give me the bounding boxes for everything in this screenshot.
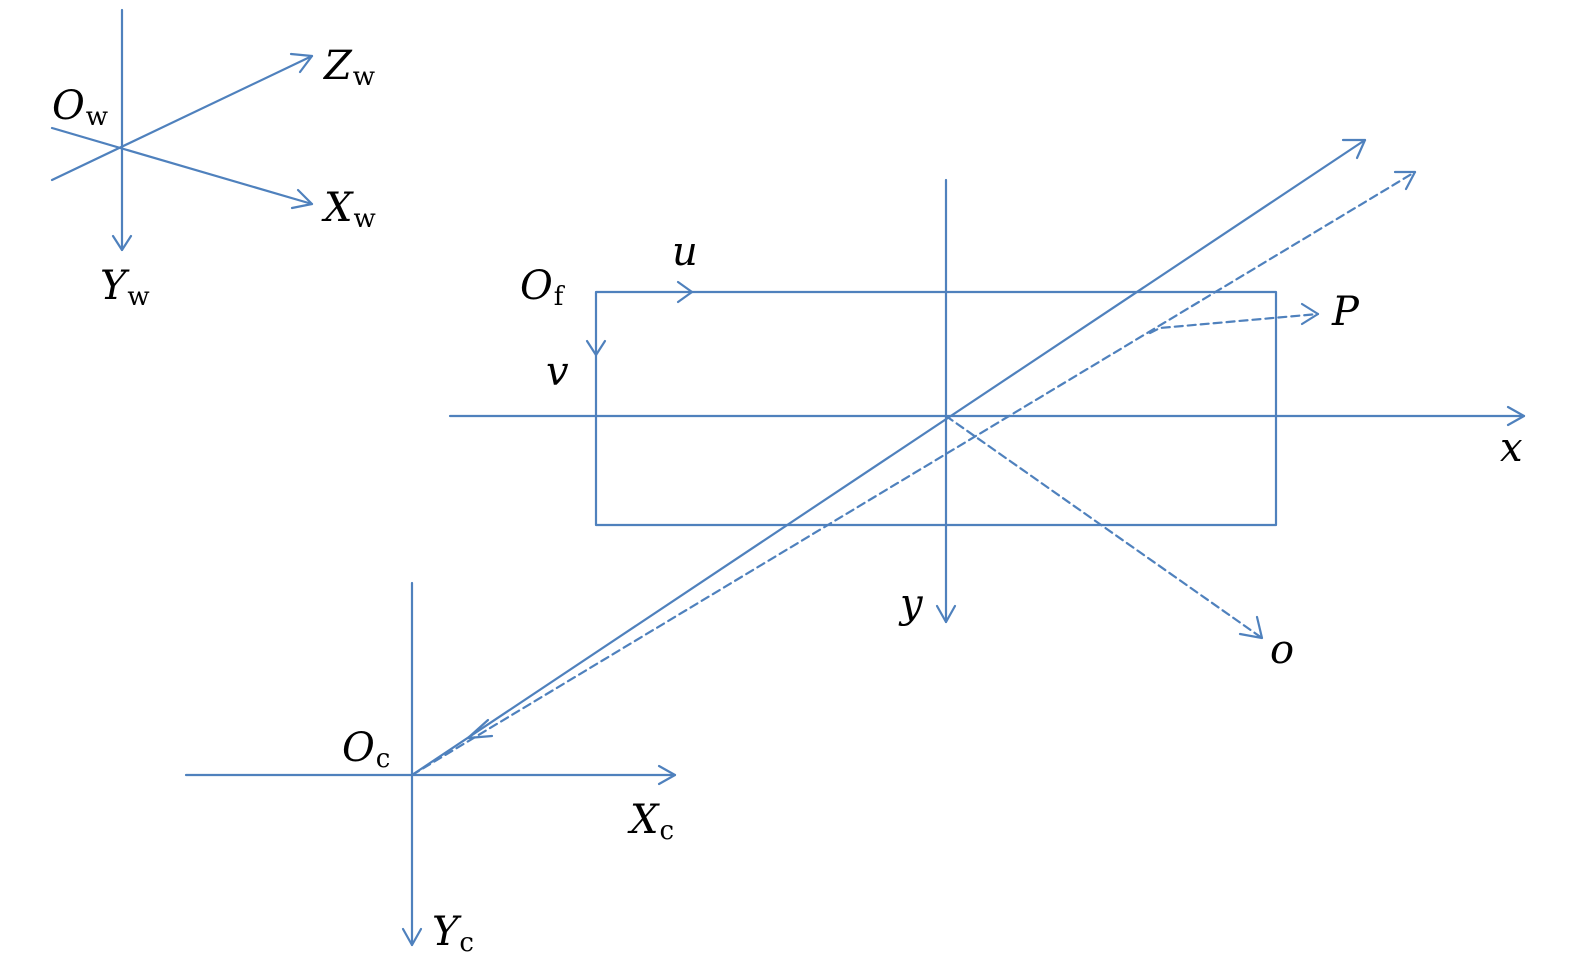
camera-x-arrowhead: [657, 764, 677, 786]
projection-ray-arrowhead: [1393, 170, 1417, 191]
label-p: P: [1332, 289, 1359, 335]
point-p-line: [1148, 312, 1320, 335]
point-p-ray: [1148, 302, 1320, 335]
world-x-axis: [50, 126, 314, 206]
label-zw: Zw: [324, 43, 376, 92]
label-xc: Xc: [630, 797, 675, 846]
point-o-arrowhead: [1238, 615, 1264, 640]
label-xw: Xw: [324, 185, 376, 234]
world-z-axis: [50, 54, 314, 182]
label-of: Of: [520, 263, 564, 312]
v-arrowhead: [585, 339, 607, 357]
label-o: o: [1270, 627, 1295, 673]
optical-axis: [410, 138, 1367, 777]
label-ow: Ow: [52, 83, 109, 132]
label-u: u: [672, 229, 698, 275]
point-o-ray: [944, 414, 1264, 640]
image-y-arrowhead: [935, 604, 957, 624]
label-v: v: [546, 349, 569, 395]
projection-ray: [410, 170, 1417, 777]
label-x: x: [1500, 425, 1523, 471]
point-p-arrowhead: [1300, 302, 1320, 326]
camera-y-arrowhead: [401, 927, 423, 947]
label-oc: Oc: [342, 725, 391, 774]
projection-ray-origin-tick: [466, 718, 494, 740]
label-y: y: [900, 581, 923, 627]
world-axes: [50, 8, 314, 252]
u-arrowhead: [676, 280, 694, 304]
image-axes: [448, 178, 1526, 624]
label-yc: Yc: [432, 909, 474, 958]
label-yw: Yw: [100, 263, 150, 312]
point-o-line: [944, 414, 1264, 640]
projection-ray-line: [410, 170, 1417, 777]
image-plane-rect: [594, 290, 1278, 527]
image-x-arrowhead: [1506, 405, 1526, 427]
world-x-arrowhead: [290, 188, 314, 210]
image-plane: [585, 280, 1278, 527]
world-y-arrowhead: [111, 234, 133, 252]
camera-axes: [184, 581, 677, 947]
world-z-arrowhead: [289, 52, 314, 74]
optical-axis-arrowhead: [1341, 138, 1367, 160]
optical-axis-line: [410, 138, 1367, 777]
